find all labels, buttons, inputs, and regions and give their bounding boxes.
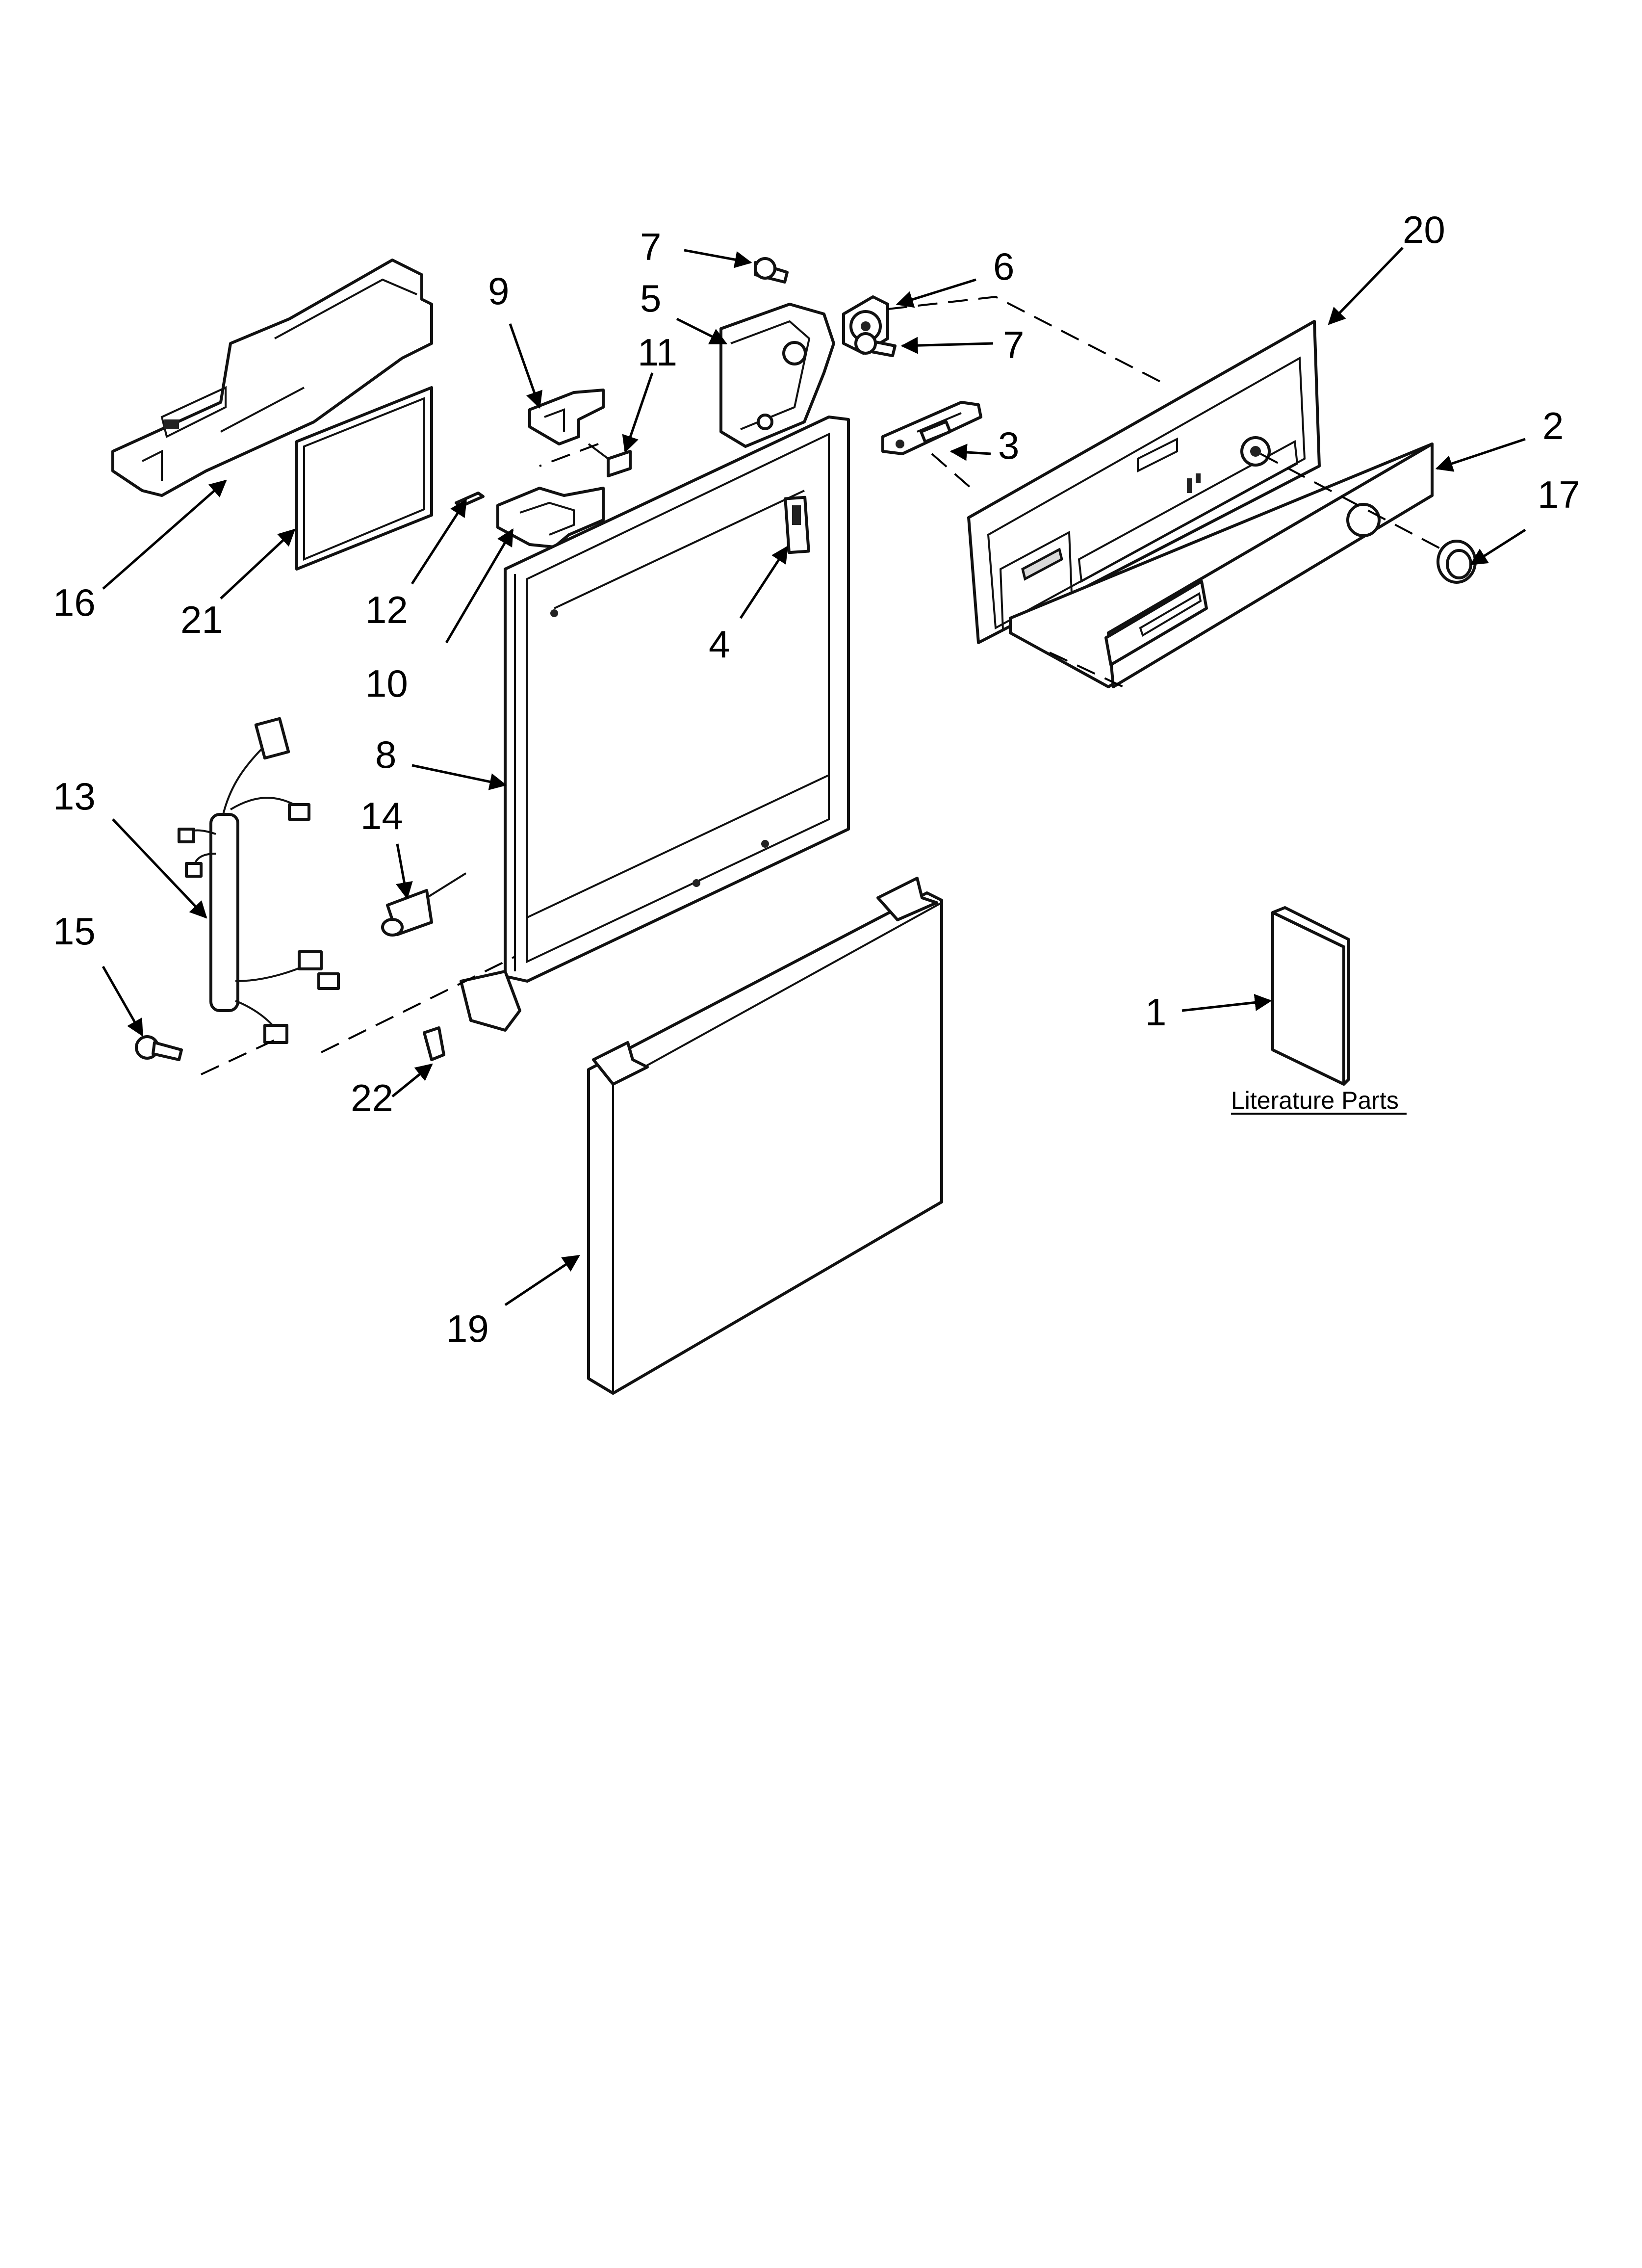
assembly-lines: [201, 295, 1447, 1075]
part-6-dial-bracket: [842, 295, 889, 355]
callout-14: 14: [360, 794, 403, 837]
literature-parts-text: Literature Parts: [1231, 1087, 1399, 1114]
part-5-latch-assembly: [719, 303, 835, 448]
callout-10: 10: [365, 662, 408, 705]
part-21-panel: [295, 386, 433, 571]
callout-17: 17: [1538, 473, 1580, 516]
callout-7-mid: 7: [1003, 323, 1024, 366]
part-12-strip: [455, 492, 485, 508]
callouts: 7 5 6 7 3 20 2 17 9 11 12 10 4 8 16 21 1…: [53, 208, 1580, 1350]
callout-4: 4: [709, 623, 730, 666]
callout-15: 15: [53, 910, 96, 953]
part-16-housing: [111, 259, 433, 497]
part-3-switch-bracket: [881, 401, 982, 455]
callout-19: 19: [446, 1307, 489, 1350]
callout-8: 8: [375, 733, 396, 776]
part-17-knob: [1437, 540, 1477, 584]
part-15-screw: [135, 1035, 183, 1061]
part-14-sensor: [381, 872, 467, 937]
part-1-literature: [1271, 906, 1350, 1086]
leader-arrows: [102, 247, 1526, 1306]
part-13-wire-harness: [178, 717, 340, 1044]
callout-1: 1: [1145, 991, 1166, 1034]
part-2-overlay: [1009, 443, 1434, 688]
callout-12: 12: [365, 588, 408, 631]
part-11-switch: [588, 443, 632, 477]
part-19-door-panel: [587, 877, 943, 1395]
part-10-latch-housing: [496, 487, 605, 548]
callout-11: 11: [638, 331, 677, 374]
part-22-clip: [423, 1026, 445, 1061]
callout-3: 3: [998, 424, 1019, 467]
callout-6: 6: [993, 245, 1014, 288]
callout-13: 13: [53, 775, 96, 818]
part-20-console: [967, 320, 1321, 644]
callout-16: 16: [53, 581, 96, 624]
callout-2: 2: [1542, 404, 1564, 447]
callout-22: 22: [351, 1076, 393, 1120]
part-9-latch: [528, 389, 605, 445]
callout-9: 9: [488, 269, 509, 313]
literature-parts-label: Literature Parts: [1231, 1087, 1407, 1115]
callout-21: 21: [180, 598, 223, 641]
callout-7-top: 7: [640, 225, 661, 268]
callout-5: 5: [640, 277, 661, 320]
part-8-door-frame: [460, 416, 850, 1032]
part-7-screw-top: [754, 257, 789, 284]
callout-20: 20: [1403, 208, 1445, 251]
part-7-screw-mid: [854, 332, 897, 357]
